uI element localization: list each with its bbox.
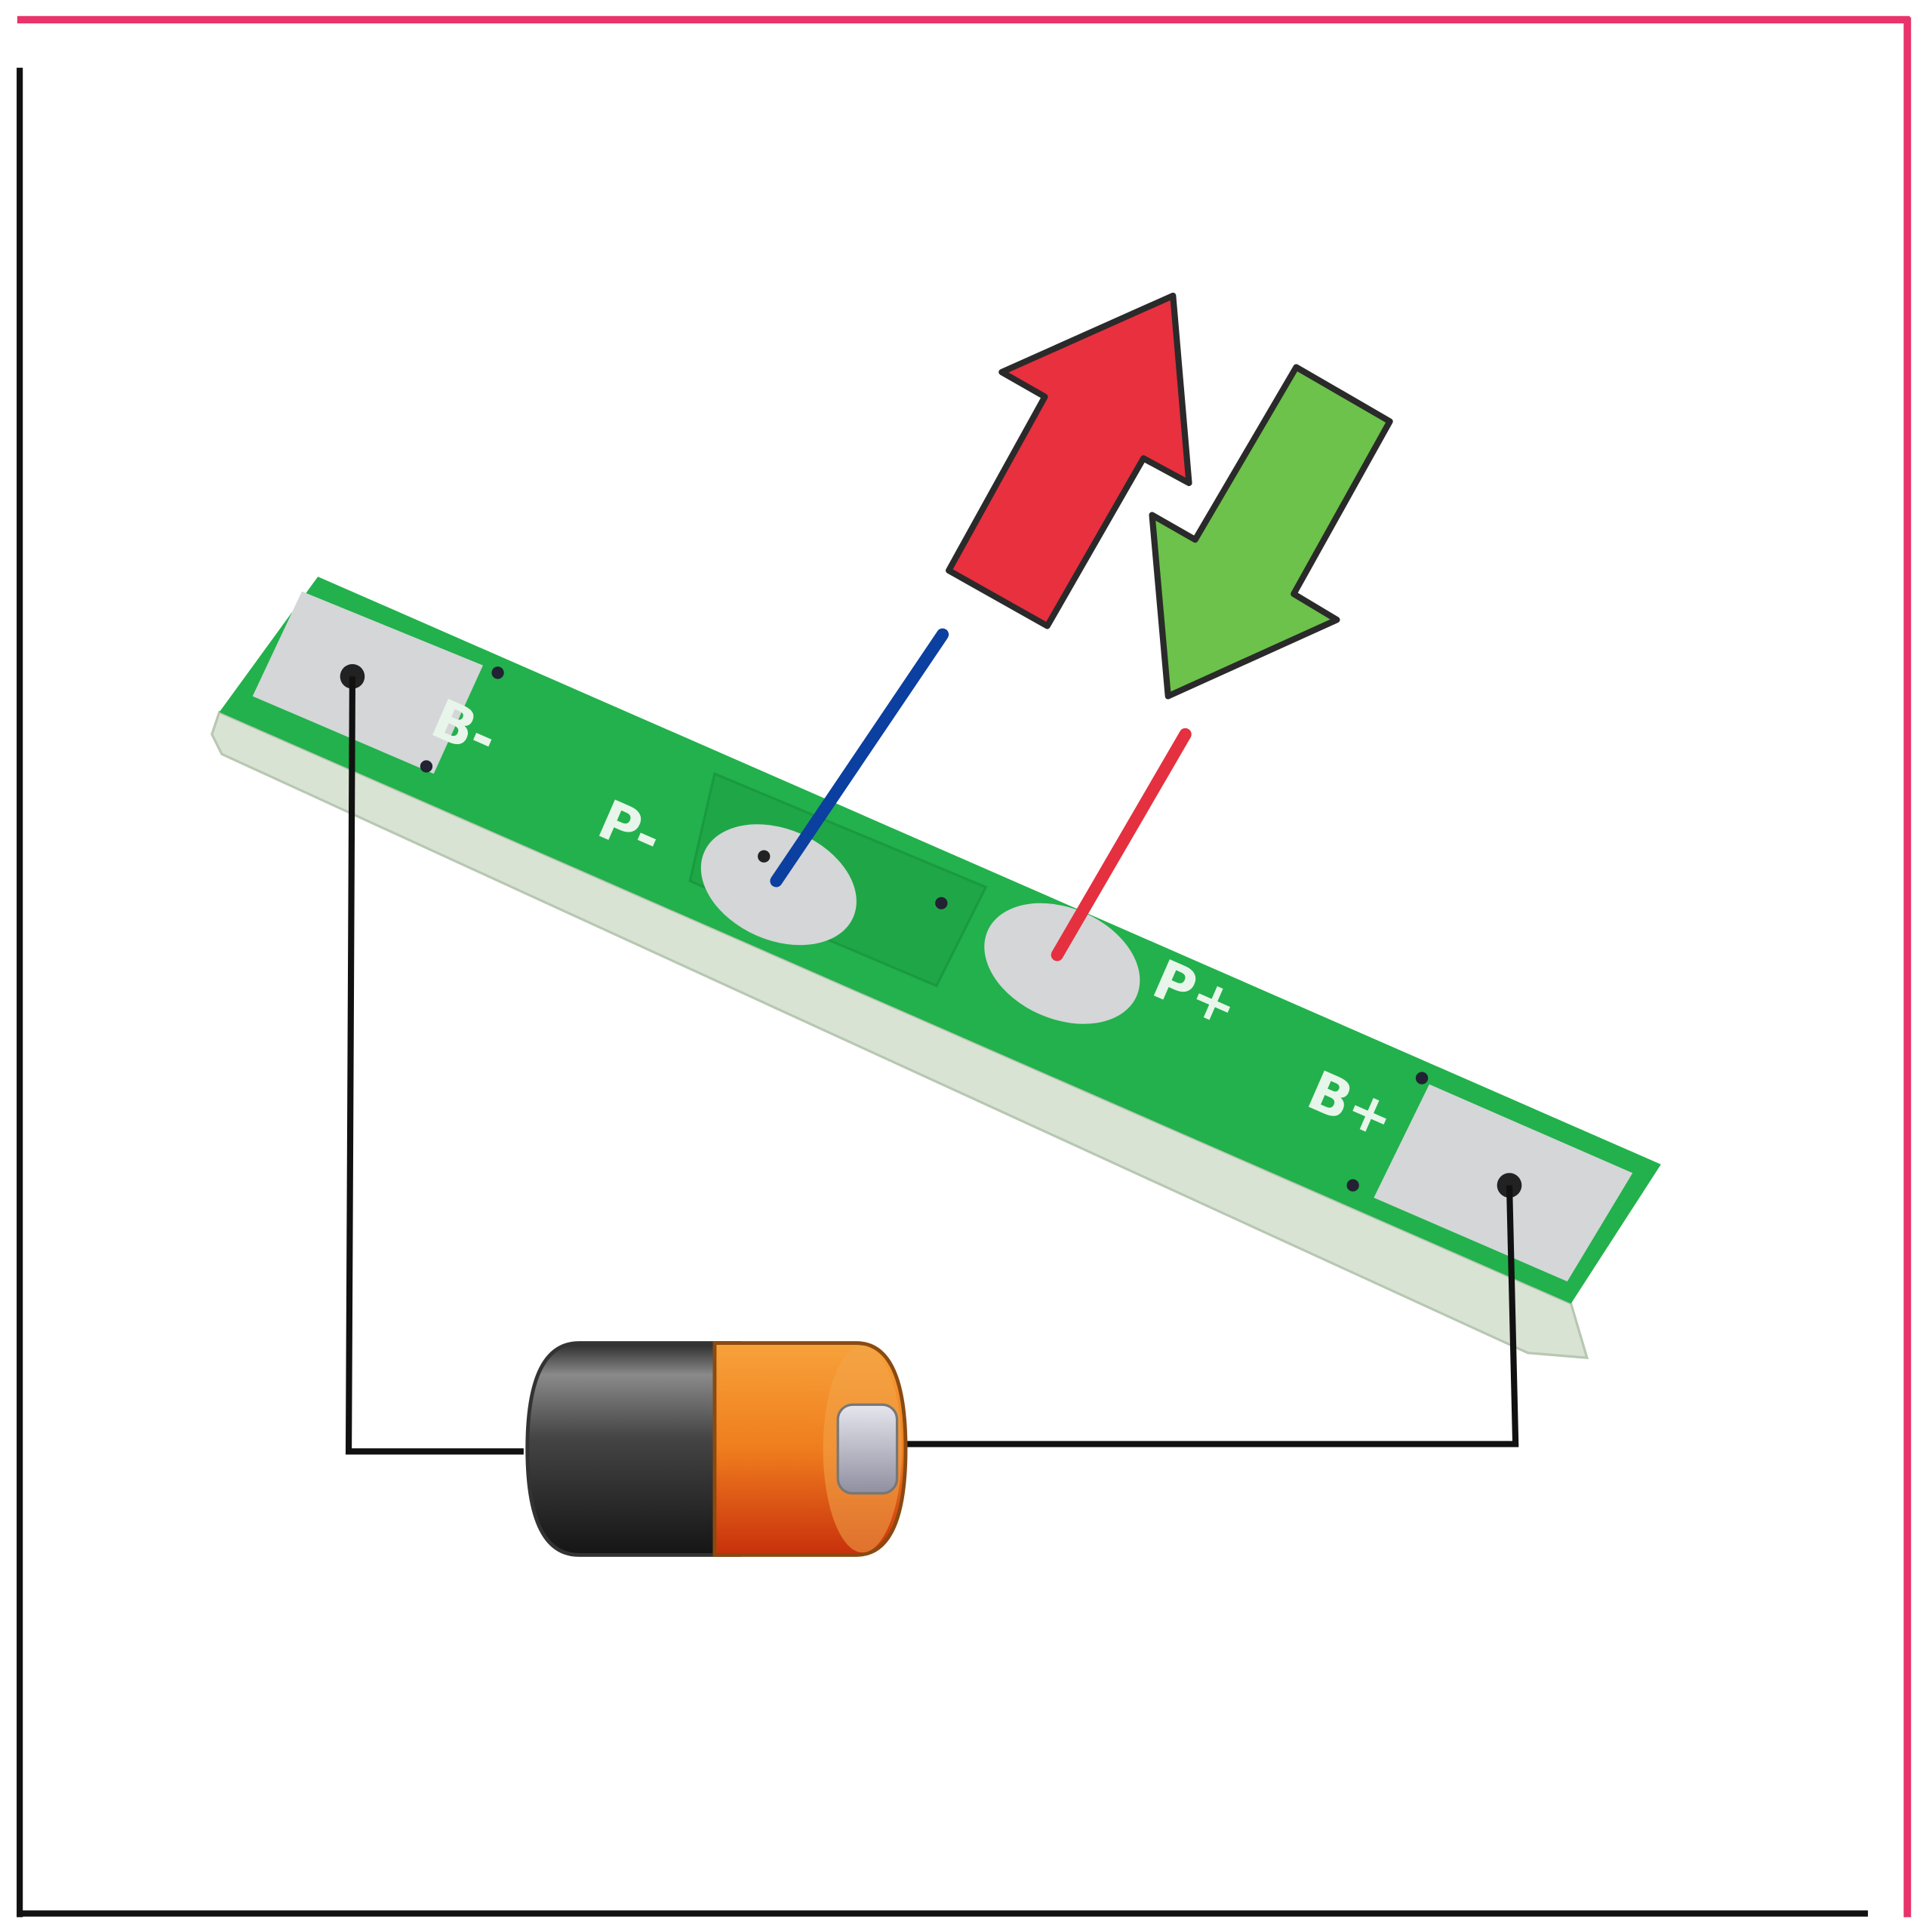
wire-p-minus (770, 628, 949, 888)
battery-icon (525, 1341, 908, 1557)
frame (17, 16, 1912, 1918)
pcb-board: B- P- P+ B+ (211, 577, 1661, 1360)
discharge-arrow-icon (946, 292, 1192, 629)
pad-p-plus (984, 903, 1140, 1024)
via (935, 897, 948, 909)
pad-b-minus (252, 591, 483, 774)
wire-b-plus (893, 1185, 1519, 1447)
battery-body (525, 1341, 742, 1557)
pcb-side-edge (211, 710, 1589, 1360)
via (420, 760, 433, 773)
via (1346, 1179, 1359, 1192)
via (1415, 1072, 1429, 1084)
wire-b-minus (345, 676, 524, 1455)
via (491, 666, 504, 679)
wire-p-plus (1051, 728, 1192, 961)
charge-arrow-icon (1149, 364, 1393, 700)
battery-terminal (836, 1403, 899, 1495)
hole-p-minus (758, 850, 771, 863)
